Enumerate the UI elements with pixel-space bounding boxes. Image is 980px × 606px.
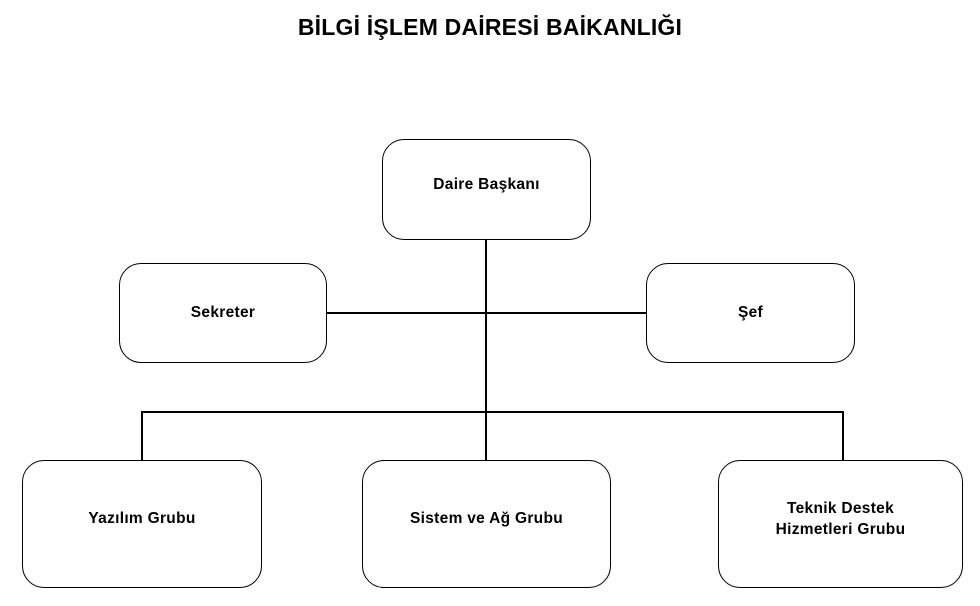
node-sistem-ag-grubu-label: Sistem ve Ağ Grubu [410, 509, 563, 527]
connector-head-trunk [485, 240, 488, 412]
node-sef[interactable]: Şef [646, 263, 855, 363]
connector-drop-software [141, 411, 144, 461]
node-daire-baskani[interactable]: Daire Başkanı [382, 139, 591, 240]
node-yazilim-grubu[interactable]: Yazılım Grubu [22, 460, 262, 588]
connector-secretary-chief [327, 312, 646, 315]
connector-groups-bus [142, 411, 844, 414]
node-sekreter[interactable]: Sekreter [119, 263, 327, 363]
node-daire-baskani-label: Daire Başkanı [433, 176, 540, 194]
page-title: BİLGİ İŞLEM DAİRESİ BAİKANLIĞI [297, 14, 683, 40]
node-sef-label: Şef [737, 303, 764, 321]
node-sistem-ag-grubu[interactable]: Sistem ve Ağ Grubu [362, 460, 611, 588]
node-teknik-destek-hizmetleri-grubu-label: Teknik Destek Hizmetleri Grubu [775, 500, 906, 538]
node-yazilim-grubu-label: Yazılım Grubu [88, 509, 196, 527]
connector-drop-system-network [485, 411, 488, 461]
node-sekreter-label: Sekreter [190, 303, 256, 321]
node-teknik-destek-hizmetleri-grubu[interactable]: Teknik Destek Hizmetleri Grubu [718, 460, 963, 588]
connector-drop-technical-support [842, 411, 845, 461]
